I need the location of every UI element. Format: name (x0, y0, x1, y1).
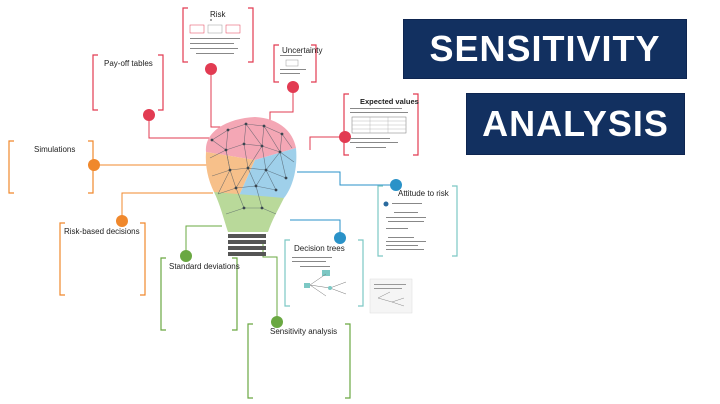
decision-trees-label[interactable]: Decision trees (294, 244, 345, 253)
connector-attitude (297, 171, 396, 186)
bulb-base (228, 234, 266, 256)
risk-based-node-dot[interactable] (116, 215, 128, 227)
connector-risk (210, 69, 237, 128)
attitude-node-dot[interactable] (390, 179, 402, 191)
connector-payoff (148, 115, 213, 139)
uncertainty-frame (273, 44, 317, 83)
bulb-green-region (214, 192, 284, 232)
payoff-node-dot[interactable] (143, 109, 155, 121)
simulations-frame (8, 140, 94, 194)
expected-values-node-dot[interactable] (339, 131, 351, 143)
lightbulb-icon (205, 117, 297, 256)
title-line-1: SENSITIVITY (404, 20, 686, 78)
bulb-orange-region (205, 152, 255, 198)
uncertainty-thumbnail (280, 55, 306, 74)
attitude-thumbnail (383, 201, 426, 250)
expected-values-thumbnail (350, 108, 408, 148)
connector-risk-based (121, 192, 213, 221)
risk-node-dot[interactable] (205, 63, 217, 75)
attitude-frame (377, 185, 458, 257)
decision-trees-node-dot[interactable] (334, 232, 346, 244)
payoff-tables-label[interactable]: Pay-off tables (104, 59, 153, 68)
risk-frame (182, 7, 254, 63)
expected-values-label[interactable]: Expected values (360, 97, 419, 106)
standard-deviations-label[interactable]: Standard deviations (169, 262, 240, 271)
uncertainty-label[interactable]: Uncertainty (282, 46, 323, 55)
uncertainty-node-dot[interactable] (287, 81, 299, 93)
simulations-label[interactable]: Simulations (34, 145, 76, 154)
risk-thumbnail (189, 19, 241, 54)
connector-expected (309, 136, 345, 150)
decision-trees-frame (284, 239, 364, 307)
title-line-2: ANALYSIS (467, 94, 684, 154)
std-dev-frame (160, 257, 238, 331)
payoff-frame (92, 54, 164, 111)
risk-based-decisions-label[interactable]: Risk-based decisions (64, 227, 140, 236)
attitude-to-risk-label[interactable]: Attitude to risk (398, 189, 449, 198)
risk-based-frame (59, 222, 146, 296)
mini-card-thumbnail (369, 278, 413, 314)
connector-std-dev (185, 225, 222, 256)
sensitivity-analysis-label[interactable]: Sensitivity analysis (270, 327, 338, 336)
connector-lines (96, 69, 396, 322)
std-dev-node-dot[interactable] (180, 250, 192, 262)
connector-decision-trees (290, 219, 341, 238)
risk-label[interactable]: Risk (210, 10, 226, 19)
sensitivity-node-dot[interactable] (271, 316, 283, 328)
sensitivity-frame (247, 323, 351, 399)
decision-trees-thumbnail (292, 257, 347, 297)
simulations-node-dot[interactable] (88, 159, 100, 171)
expected-values-frame (343, 93, 419, 156)
